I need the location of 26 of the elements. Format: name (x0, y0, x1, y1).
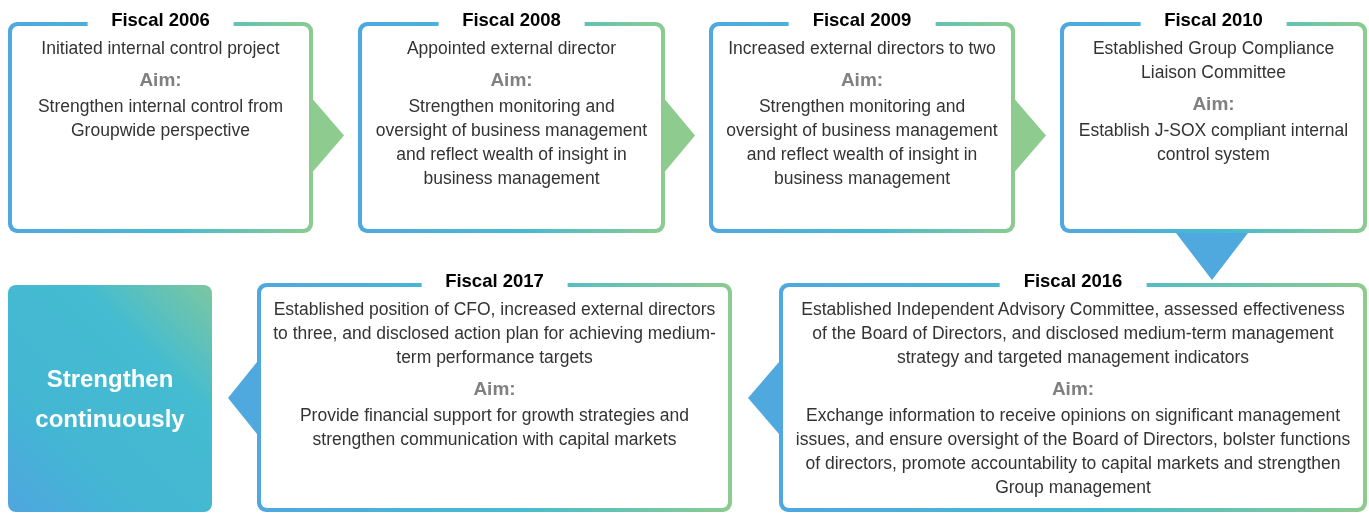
goal-box (8, 285, 212, 512)
action-text: Established position of CFO, increased external directors to three, and disclosed action plan for achieving medium-term performance targets (272, 298, 717, 369)
aim-text: Strengthen monitoring and oversight of business management and reflect wealth of insight in business management (725, 95, 999, 190)
chevron-arrow (228, 362, 257, 434)
action-text: Initiated internal control project (41, 37, 280, 60)
action-text: Appointed external director (406, 37, 617, 60)
aim-text: Strengthen internal control from Groupwide perspective (36, 95, 285, 142)
action-text: Increased external directors to two (728, 37, 996, 60)
chevron-arrow (665, 99, 695, 172)
chevron-arrow (1176, 233, 1248, 280)
aim-heading: Aim: (473, 377, 516, 401)
chevron-arrow (1015, 99, 1046, 172)
goal-text: Strengthen continuously (34, 363, 186, 434)
aim-text: Strengthen monitoring and oversight of business management and reflect wealth of insight in business management (374, 95, 649, 190)
aim-heading: Aim: (1051, 377, 1095, 401)
aim-heading: Aim: (490, 68, 533, 92)
chevron-arrow (748, 362, 779, 434)
aim-text: Exchange information to receive opinions on significant management issues, and ensure oversight of the Board of Directors, bolster functions of directors, promote accountability to capital markets and strengthen Group management (794, 404, 1352, 499)
aim-text: Provide financial support for growth strategies and strengthen communication with capital markets (298, 404, 691, 451)
action-text: Established Independent Advisory Committee, assessed effectiveness of the Board of Directors, and disclosed medium-term management strategy and targeted management indicators (800, 298, 1346, 369)
action-text: Established Group Compliance Liaison Committee (1091, 37, 1336, 84)
aim-heading: Aim: (1192, 92, 1235, 116)
chevron-arrow (313, 99, 344, 172)
aim-text: Establish J-SOX compliant internal control system (1077, 119, 1350, 166)
aim-heading: Aim: (840, 68, 884, 92)
aim-heading: Aim: (139, 68, 182, 92)
